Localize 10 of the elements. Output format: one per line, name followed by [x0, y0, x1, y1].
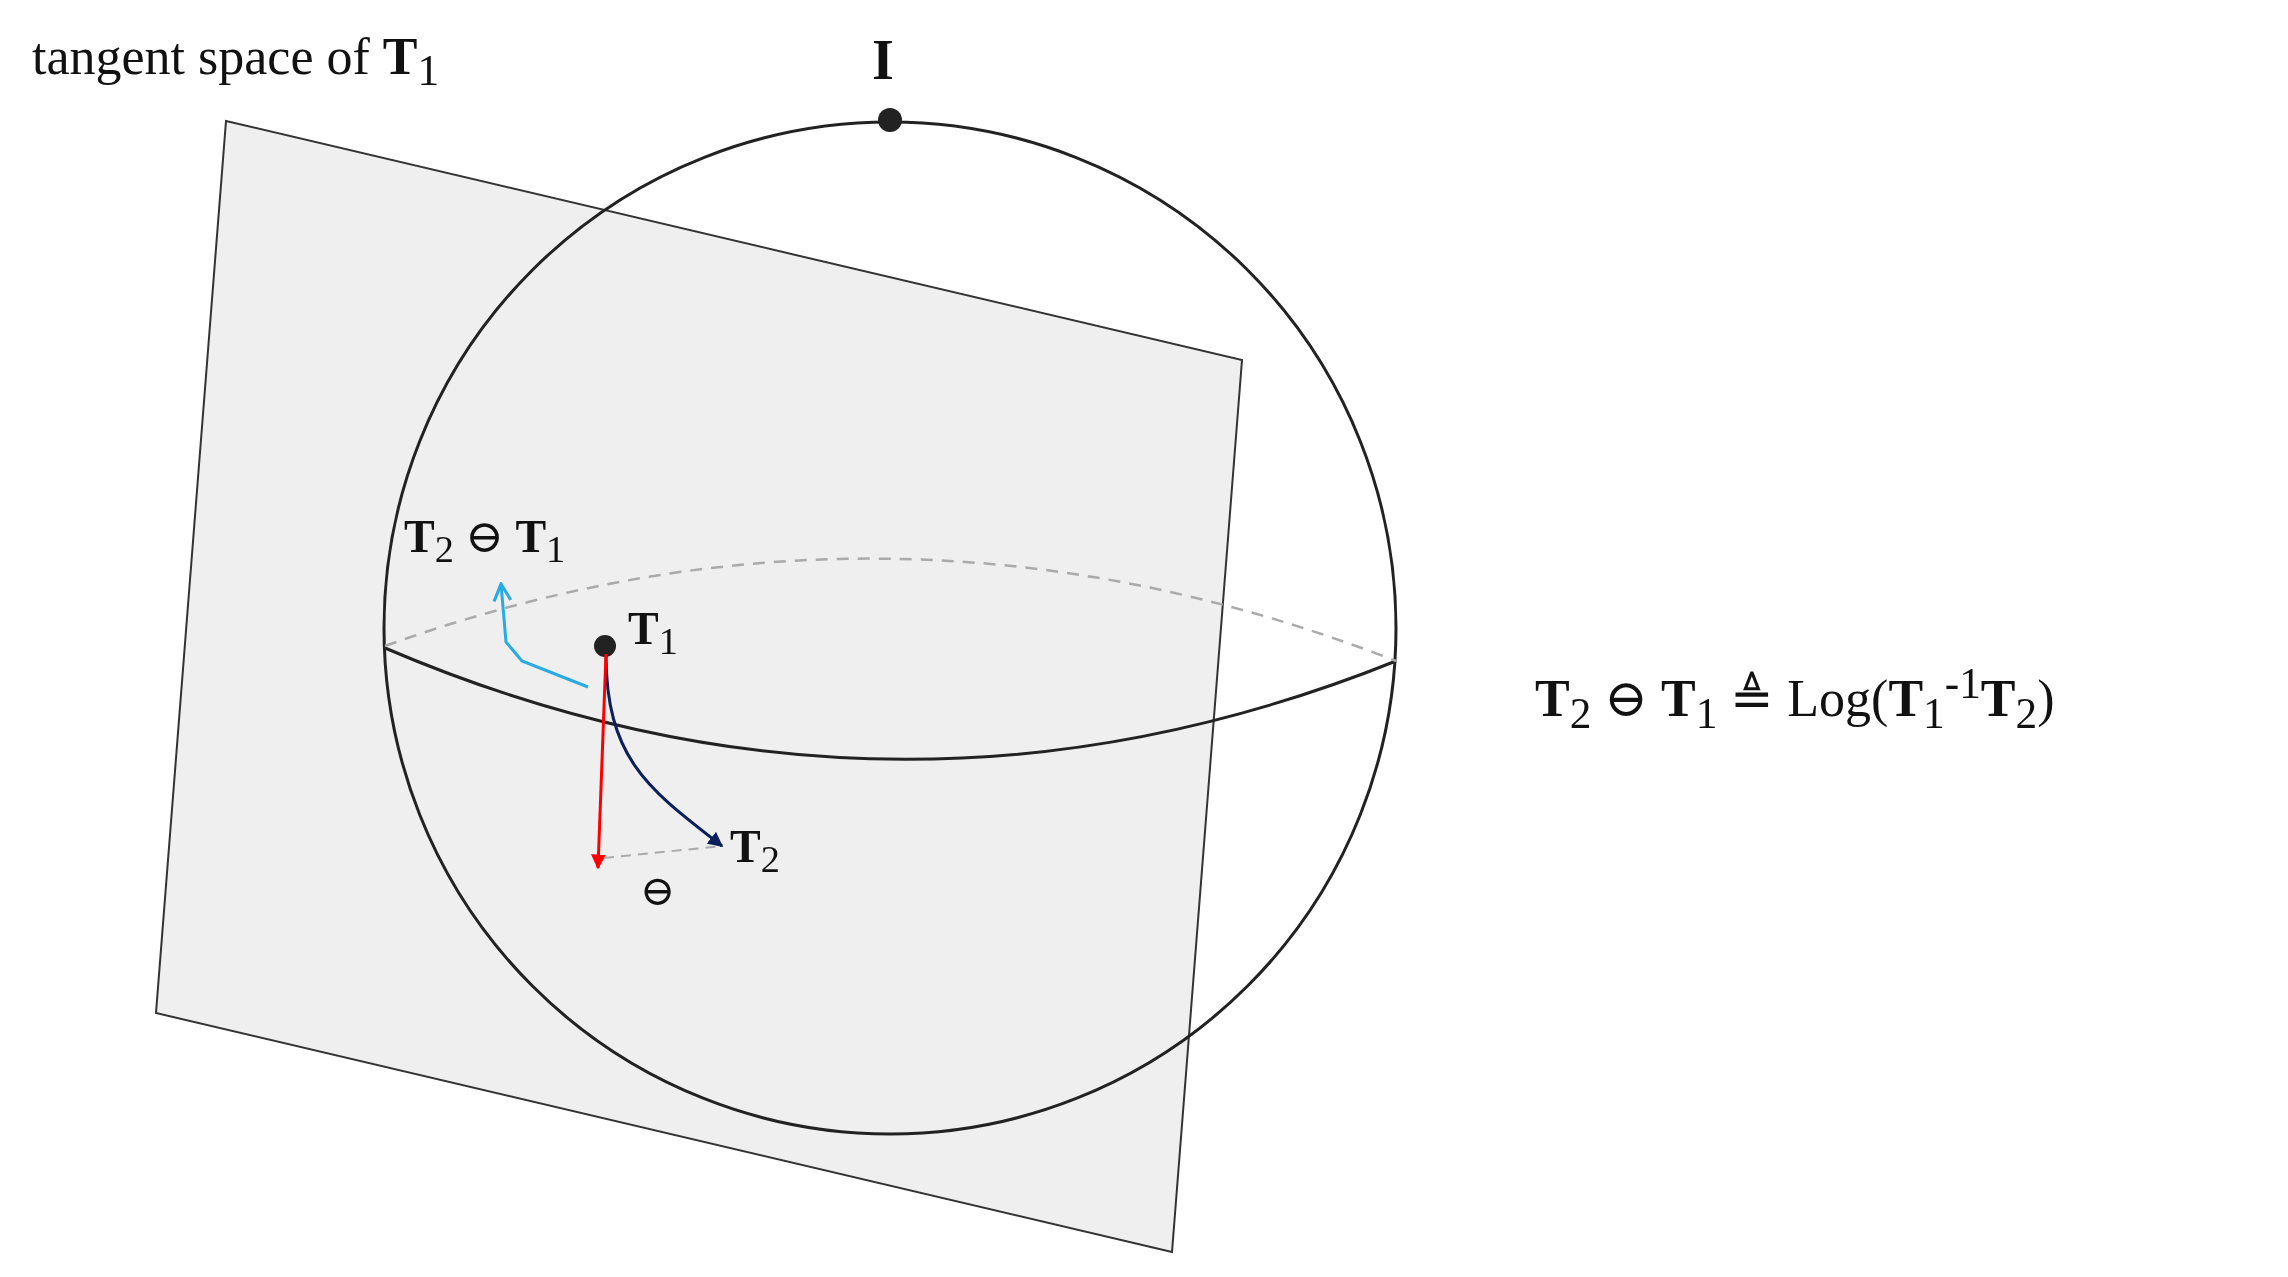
edge-label: ⊖: [640, 868, 676, 915]
arrow: [591, 653, 608, 870]
formula: T$_{2}$ ⊖ T$_{1}$ ≜ Log(T$_{1}$$^{-1}$T$_{2}$): [1535, 660, 2055, 738]
arrow: [604, 653, 724, 848]
plane-heading: tangent space of T$_{1}$: [32, 28, 440, 96]
arrow: [492, 582, 589, 689]
point-label: I: [872, 30, 894, 92]
point-label: T$_{1}$: [628, 604, 678, 663]
point-label: T$_{2}$: [730, 822, 780, 881]
vector-label: T$_{2}$ ⊖ T$_{1}$: [404, 512, 566, 571]
